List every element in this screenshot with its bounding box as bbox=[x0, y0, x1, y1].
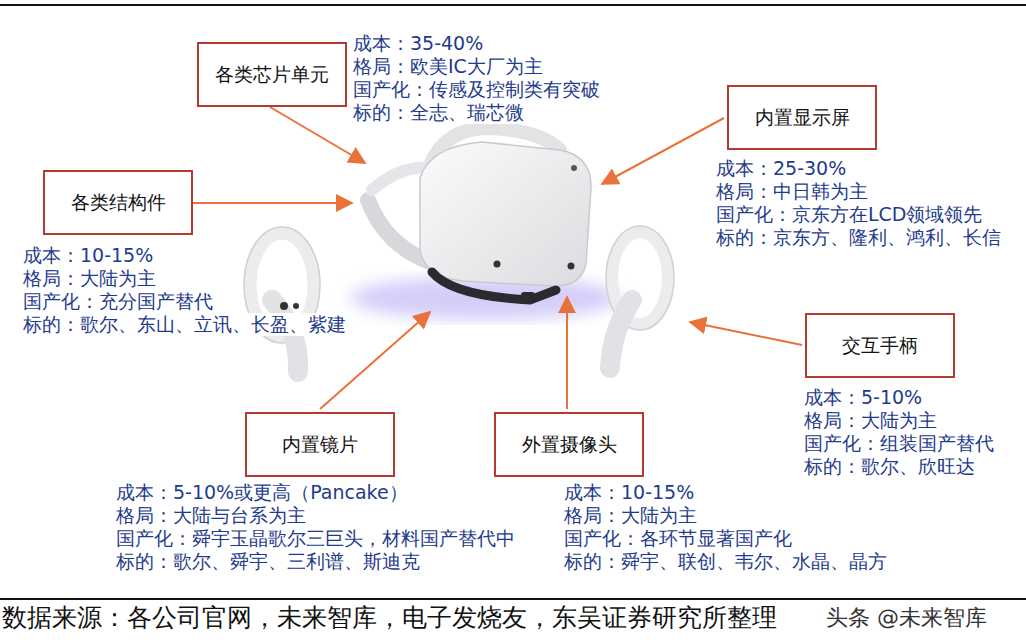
note-line: 国产化：舜宇玉晶歌尔三巨头，材料国产替代中 bbox=[115, 527, 516, 550]
leader-arrow bbox=[270, 107, 365, 163]
component-box: 各类结构件成本：10-15%格局：大陆为主国产化：充分国产替代标的：歌尔、东山、… bbox=[43, 170, 193, 235]
component-name: 各类结构件 bbox=[59, 191, 177, 214]
note-line: 国产化：各环节显著国产化 bbox=[563, 527, 793, 550]
watermark: 头条 @未来智库 bbox=[826, 604, 987, 632]
note-line: 格局：大陆与台系为主 bbox=[115, 504, 307, 527]
note-line: 成本：5-10% bbox=[803, 386, 923, 409]
headset bbox=[350, 128, 620, 320]
note-line: 成本：5-10%或更高（Pancake） bbox=[115, 481, 409, 504]
note-line: 成本：35-40% bbox=[352, 32, 484, 55]
controller-right bbox=[606, 226, 674, 368]
component-notes: 成本：10-15%格局：大陆为主国产化：充分国产替代标的：歌尔、东山、立讯、长盈… bbox=[22, 244, 347, 336]
component-box: 各类芯片单元成本：35-40%格局：欧美IC大厂为主国产化：传感及控制类有突破标… bbox=[197, 42, 347, 107]
component-name: 内置显示屏 bbox=[743, 106, 861, 129]
top-rule bbox=[0, 4, 1026, 6]
bottom-rule bbox=[0, 598, 1026, 600]
note-line: 格局：大陆为主 bbox=[803, 409, 938, 432]
component-box: 外置摄像头成本：10-15%格局：大陆为主国产化：各环节显著国产化标的：舜宇、联… bbox=[494, 412, 644, 477]
component-name: 内置镜片 bbox=[261, 433, 379, 456]
note-line: 标的：歌尔、欣旺达 bbox=[803, 455, 976, 478]
leader-arrow bbox=[602, 118, 724, 184]
note-line: 成本：10-15% bbox=[22, 244, 154, 267]
note-line: 成本：10-15% bbox=[563, 481, 695, 504]
leader-arrow bbox=[193, 202, 352, 204]
note-line: 标的：京东方、隆利、鸿利、长信 bbox=[715, 226, 1002, 249]
note-line: 成本：25-30% bbox=[715, 157, 847, 180]
component-notes: 成本：10-15%格局：大陆为主国产化：各环节显著国产化标的：舜宇、联创、韦尔、… bbox=[563, 481, 888, 573]
note-line: 标的：歌尔、东山、立讯、长盈、紫建 bbox=[22, 313, 347, 336]
component-box: 内置显示屏成本：25-30%格局：中日韩为主国产化：京东方在LCD领域领先标的：… bbox=[727, 85, 877, 150]
leader-arrow bbox=[690, 322, 802, 345]
note-line: 国产化：组装国产替代 bbox=[803, 432, 995, 455]
component-box: 内置镜片成本：5-10%或更高（Pancake）格局：大陆与台系为主国产化：舜宇… bbox=[245, 412, 395, 477]
leader-arrows bbox=[193, 107, 802, 409]
component-name: 交互手柄 bbox=[821, 334, 939, 357]
leader-arrow bbox=[566, 297, 568, 409]
note-line: 格局：大陆为主 bbox=[22, 267, 157, 290]
note-line: 国产化：充分国产替代 bbox=[22, 290, 214, 313]
note-line: 标的：舜宇、联创、韦尔、水晶、晶方 bbox=[563, 550, 888, 573]
component-name: 各类芯片单元 bbox=[213, 63, 331, 86]
component-notes: 成本：35-40%格局：欧美IC大厂为主国产化：传感及控制类有突破标的：全志、瑞… bbox=[352, 32, 601, 124]
note-line: 格局：中日韩为主 bbox=[715, 180, 869, 203]
note-line: 格局：欧美IC大厂为主 bbox=[352, 55, 544, 78]
note-line: 国产化：京东方在LCD领域领先 bbox=[715, 203, 983, 226]
component-notes: 成本：25-30%格局：中日韩为主国产化：京东方在LCD领域领先标的：京东方、隆… bbox=[715, 157, 1002, 249]
component-notes: 成本：5-10%格局：大陆为主国产化：组装国产替代标的：歌尔、欣旺达 bbox=[803, 386, 995, 478]
component-notes: 成本：5-10%或更高（Pancake）格局：大陆与台系为主国产化：舜宇玉晶歌尔… bbox=[115, 481, 516, 573]
controller-left bbox=[244, 227, 320, 372]
component-box: 交互手柄成本：5-10%格局：大陆为主国产化：组装国产替代标的：歌尔、欣旺达 bbox=[805, 313, 955, 378]
note-line: 标的：全志、瑞芯微 bbox=[352, 101, 525, 124]
note-line: 格局：大陆为主 bbox=[563, 504, 698, 527]
note-line: 国产化：传感及控制类有突破 bbox=[352, 78, 601, 101]
source-caption: 数据来源：各公司官网，未来智库，电子发烧友，东吴证券研究所整理 bbox=[2, 603, 777, 633]
note-line: 标的：歌尔、舜宇、三利谱、斯迪克 bbox=[115, 550, 421, 573]
component-name: 外置摄像头 bbox=[510, 433, 628, 456]
